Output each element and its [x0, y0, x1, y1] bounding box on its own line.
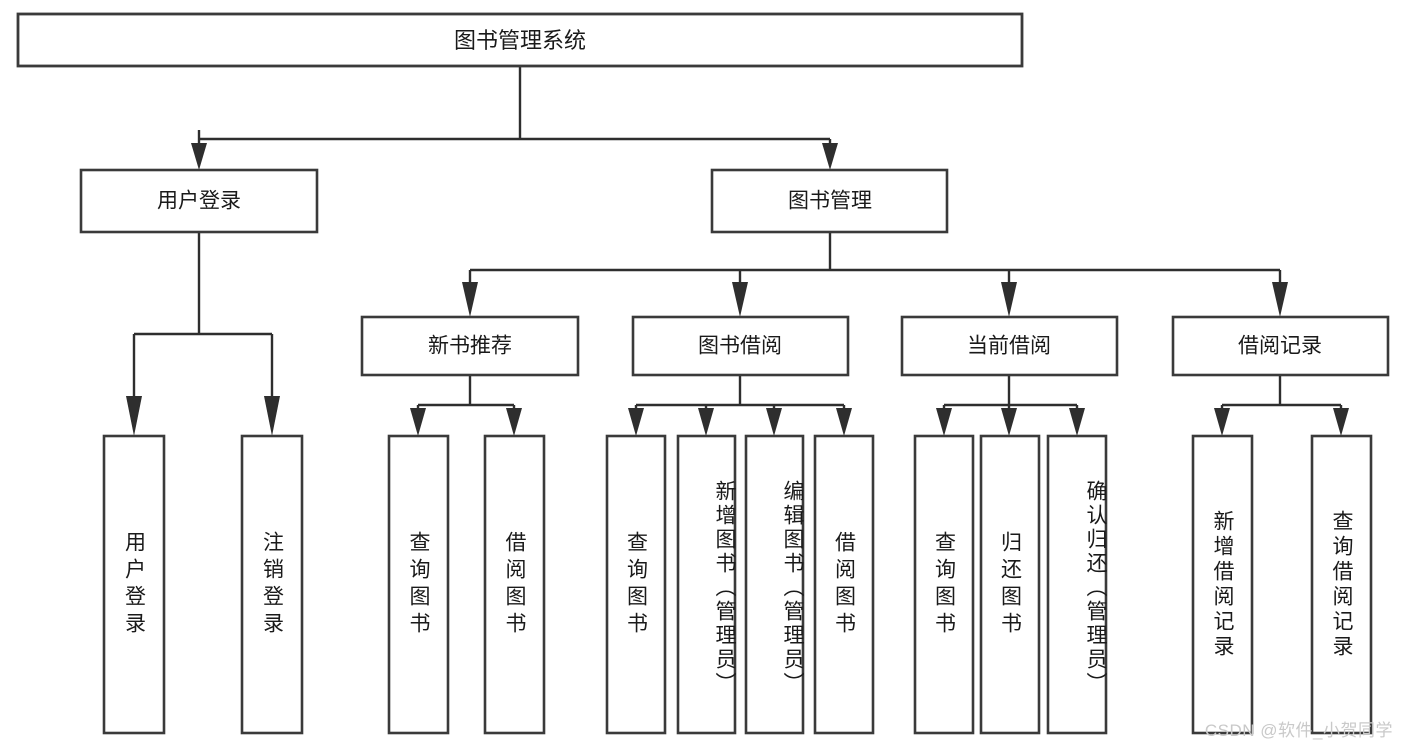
node-label: 新书推荐 — [428, 335, 512, 358]
node-user-login[interactable]: 用户登录 — [79, 168, 319, 234]
arrow-head-icon — [1333, 408, 1349, 436]
connector-borrowrecord-to-leaves — [1214, 375, 1349, 436]
node-box[interactable] — [387, 434, 450, 735]
connector-bookmgmt-to-level3 — [462, 232, 1288, 317]
node-box[interactable] — [900, 315, 1119, 377]
node-box[interactable] — [913, 434, 975, 735]
arrow-head-icon — [410, 408, 426, 436]
arrow-head-icon — [1214, 408, 1230, 436]
arrow-head-icon — [628, 408, 644, 436]
leaf-borrow-record-group — [1191, 434, 1373, 735]
arrow-head-icon — [462, 282, 478, 317]
node-book-borrow[interactable]: 图书借阅 — [631, 315, 850, 377]
node-label: 借阅记录 — [1238, 335, 1322, 358]
node-borrow-record[interactable]: 借阅记录 — [1171, 315, 1390, 377]
connector-bookborrow-to-leaves — [628, 375, 852, 436]
node-box[interactable] — [360, 315, 580, 377]
connector-currentborrow-to-leaves — [936, 375, 1085, 436]
node-root-label: 图书管理系统 — [454, 28, 586, 53]
node-box[interactable] — [483, 434, 546, 735]
node-box[interactable] — [240, 434, 304, 735]
connector-root-to-level2 — [191, 66, 838, 170]
node-new-book-recommend[interactable]: 新书推荐 — [360, 315, 580, 377]
connector-newbook-to-leaves — [410, 375, 522, 436]
node-book-management[interactable]: 图书管理 — [710, 168, 949, 234]
node-label: 图书管理 — [788, 190, 872, 213]
node-box[interactable] — [979, 434, 1041, 735]
node-box[interactable] — [1046, 434, 1108, 735]
node-label: 用户登录 — [157, 190, 241, 213]
node-box[interactable] — [744, 434, 805, 735]
node-current-borrow[interactable]: 当前借阅 — [900, 315, 1119, 377]
arrow-head-icon — [766, 408, 782, 436]
arrow-head-icon — [732, 282, 748, 317]
arrow-head-icon — [936, 408, 952, 436]
arrow-head-icon — [264, 396, 280, 436]
node-box[interactable] — [710, 168, 949, 234]
connector-userlogin-to-leaves — [126, 232, 280, 436]
arrow-head-icon — [1272, 282, 1288, 317]
node-box[interactable] — [676, 434, 737, 735]
arrow-head-icon — [126, 396, 142, 436]
leaf-user-login-group — [102, 434, 304, 735]
arrow-head-icon — [506, 408, 522, 436]
csdn-watermark: CSDN @软件_小贺同学 — [1204, 721, 1393, 740]
arrow-head-icon — [191, 143, 207, 170]
leaf-current-borrow-group — [913, 434, 1108, 735]
arrow-head-icon — [1069, 408, 1085, 436]
node-label: 当前借阅 — [967, 335, 1051, 358]
arrow-head-icon — [1001, 282, 1017, 317]
node-box[interactable] — [102, 434, 166, 735]
node-box[interactable] — [1191, 434, 1254, 735]
arrow-head-icon — [822, 143, 838, 170]
node-box[interactable] — [605, 434, 667, 735]
node-box[interactable] — [79, 168, 319, 234]
node-root[interactable]: 图书管理系统 — [16, 12, 1024, 68]
arrow-head-icon — [1001, 408, 1017, 436]
leaf-new-book-group — [387, 434, 546, 735]
node-box[interactable] — [631, 315, 850, 377]
node-label: 图书借阅 — [698, 335, 782, 358]
arrow-head-icon — [836, 408, 852, 436]
node-root-box[interactable] — [16, 12, 1024, 68]
node-box[interactable] — [1171, 315, 1390, 377]
node-box[interactable] — [813, 434, 875, 735]
arrow-head-icon — [698, 408, 714, 436]
node-box[interactable] — [1310, 434, 1373, 735]
leaf-book-borrow-group — [605, 434, 875, 735]
